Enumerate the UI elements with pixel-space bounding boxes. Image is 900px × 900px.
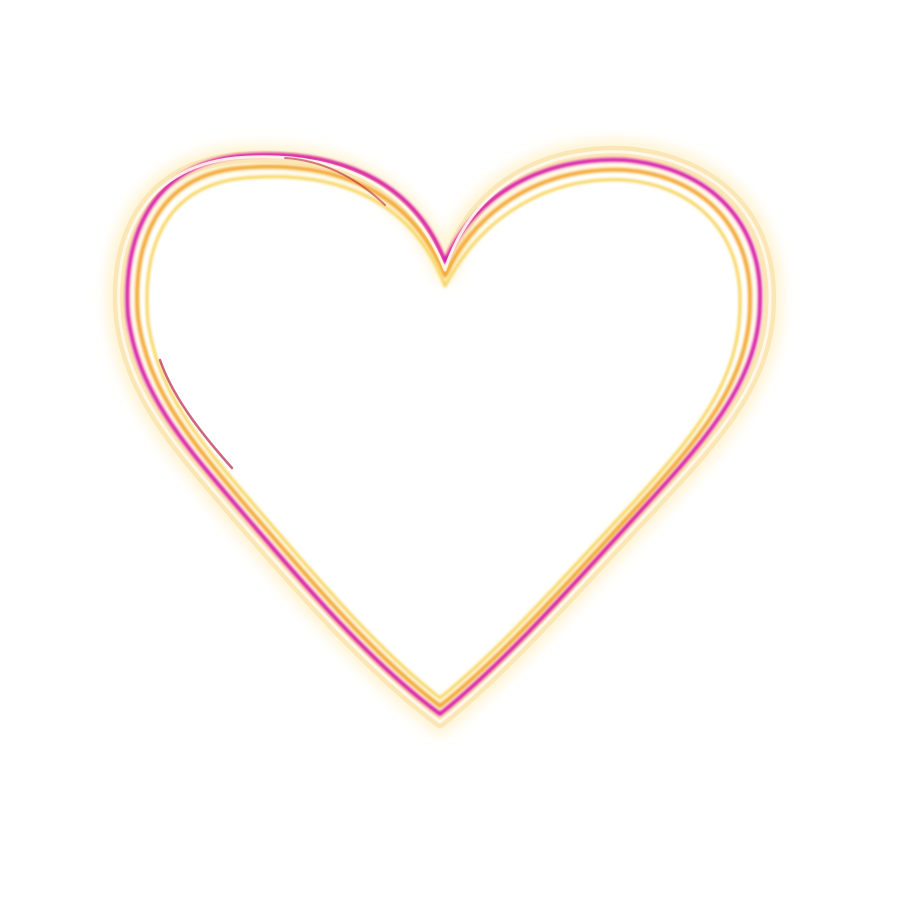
heart-orange-stroke xyxy=(135,164,753,708)
heart-magenta-stroke xyxy=(125,152,763,716)
heart-glow xyxy=(105,138,784,735)
heart-yellow-stroke xyxy=(145,175,742,700)
heart-accent-left xyxy=(158,358,234,470)
heart-highlight-stroke xyxy=(117,150,772,724)
heart-accent-top xyxy=(284,157,386,206)
